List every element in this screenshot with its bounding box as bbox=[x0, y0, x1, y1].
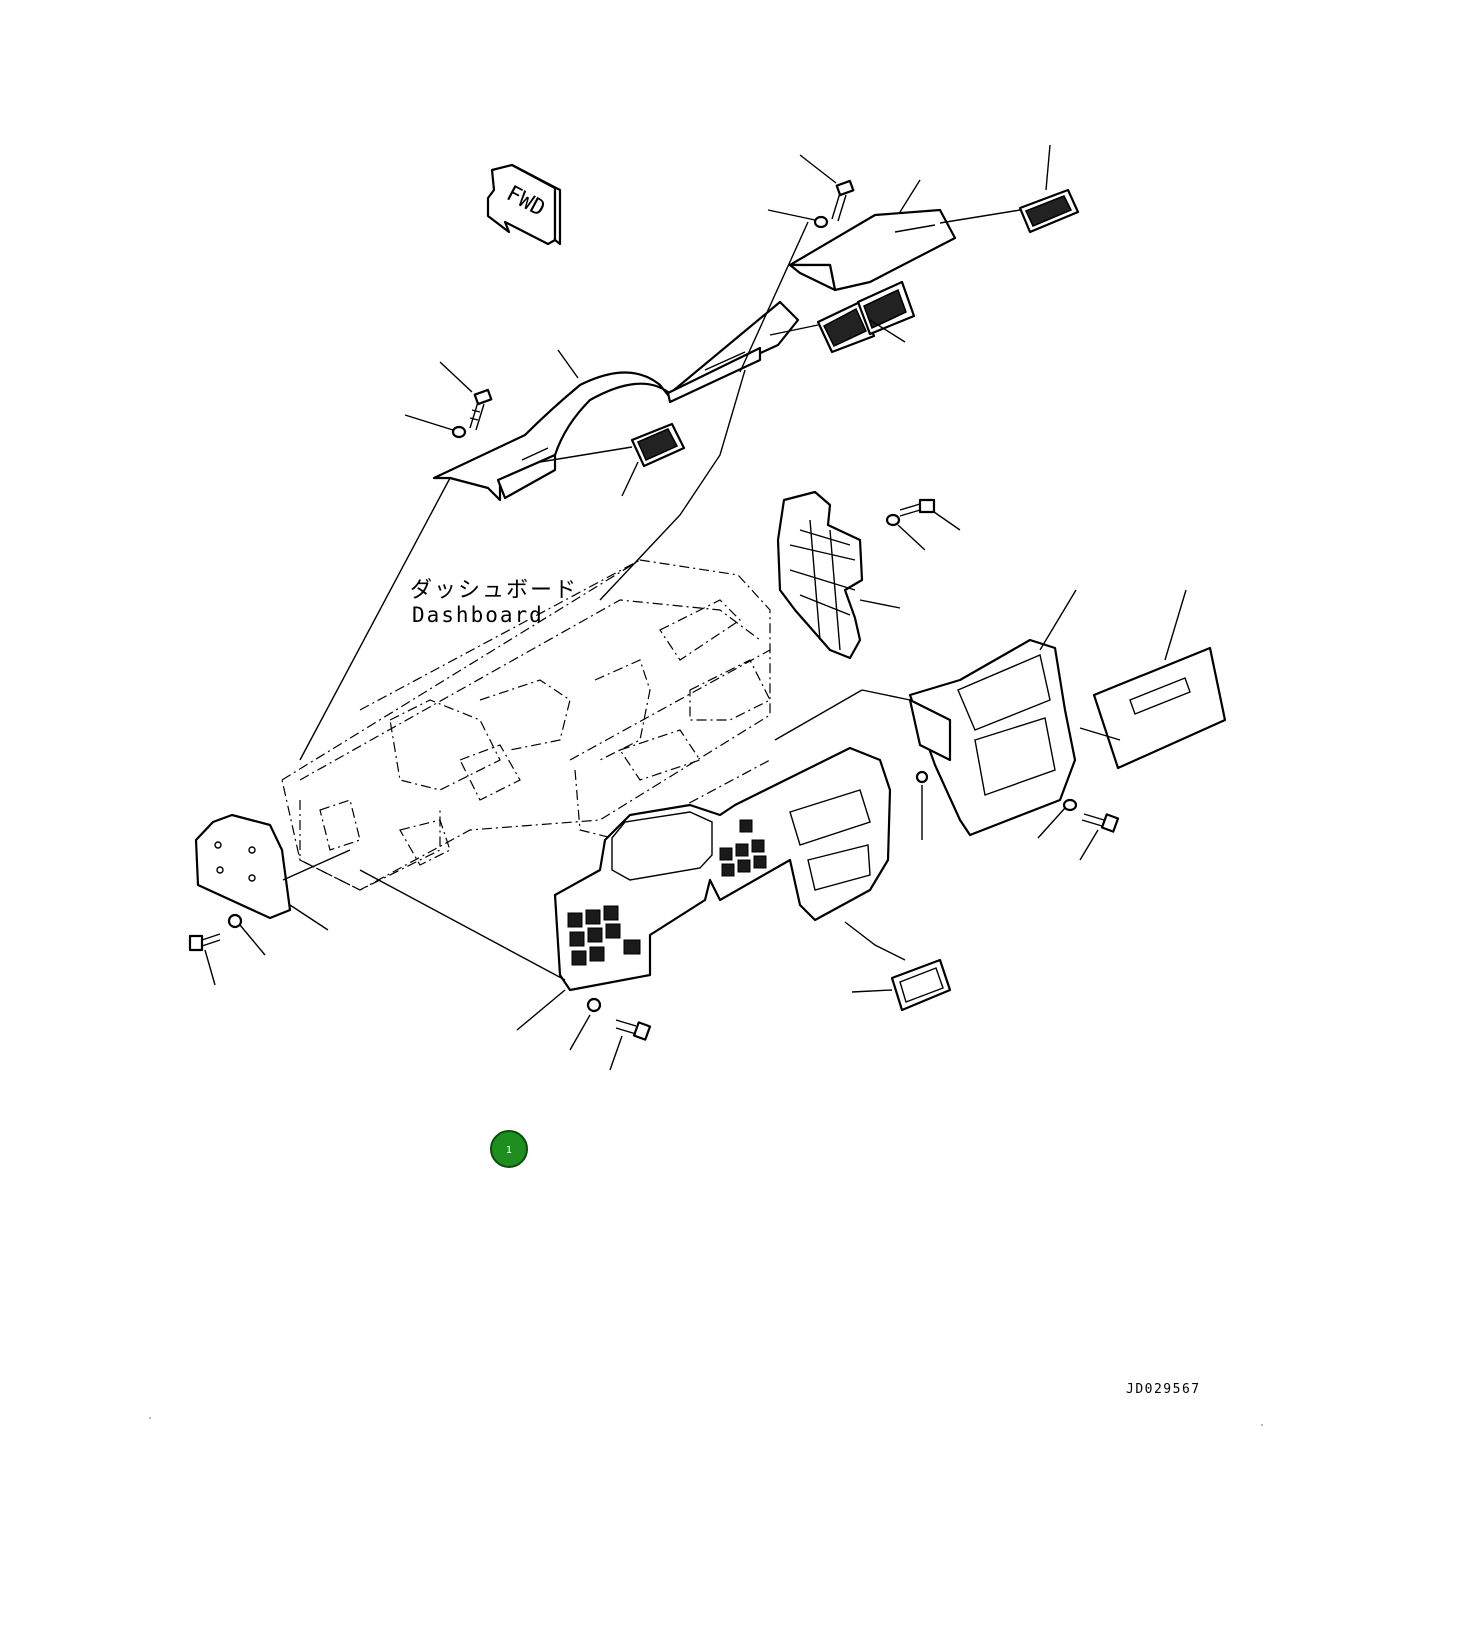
washers bbox=[227, 215, 1078, 1013]
instrument-panel bbox=[553, 746, 892, 992]
forward-arrow: FWD bbox=[486, 163, 562, 246]
glove-box-lid bbox=[1092, 646, 1227, 770]
switch-block-center bbox=[719, 819, 767, 877]
bolt-right-2 bbox=[1081, 813, 1120, 833]
vent-grille-3 bbox=[856, 280, 916, 336]
upper-dash-cover bbox=[432, 300, 800, 502]
speck bbox=[1261, 1424, 1263, 1426]
bolt-bottom-left bbox=[188, 933, 221, 952]
storage-pocket bbox=[890, 958, 952, 1012]
bolt-top-center bbox=[831, 179, 855, 222]
side-bracket-panel bbox=[776, 490, 864, 660]
speck bbox=[149, 1417, 151, 1419]
vent-grille-2 bbox=[816, 300, 876, 354]
leader-lines bbox=[204, 144, 1187, 1071]
vent-grille-4 bbox=[1018, 188, 1080, 234]
top-right-cover bbox=[788, 208, 957, 292]
dashboard-label-en: Dashboard bbox=[412, 603, 544, 627]
dashboard-label-jp: ダッシュボード bbox=[410, 578, 578, 603]
vent-grille-1 bbox=[630, 422, 686, 468]
bolt-bottom-center bbox=[615, 1019, 652, 1041]
left-end-panel bbox=[194, 813, 292, 920]
callout-marker-1[interactable]: 1 bbox=[490, 1130, 528, 1168]
callout-number: 1 bbox=[506, 1145, 512, 1156]
bolt-right-1 bbox=[899, 498, 936, 517]
dashboard-frame bbox=[281, 559, 771, 891]
right-console-bracket bbox=[908, 638, 1077, 837]
switch-block-left bbox=[567, 905, 641, 966]
drawing-id: JD029567 bbox=[1126, 1382, 1201, 1397]
bolt-top-left bbox=[469, 388, 493, 431]
